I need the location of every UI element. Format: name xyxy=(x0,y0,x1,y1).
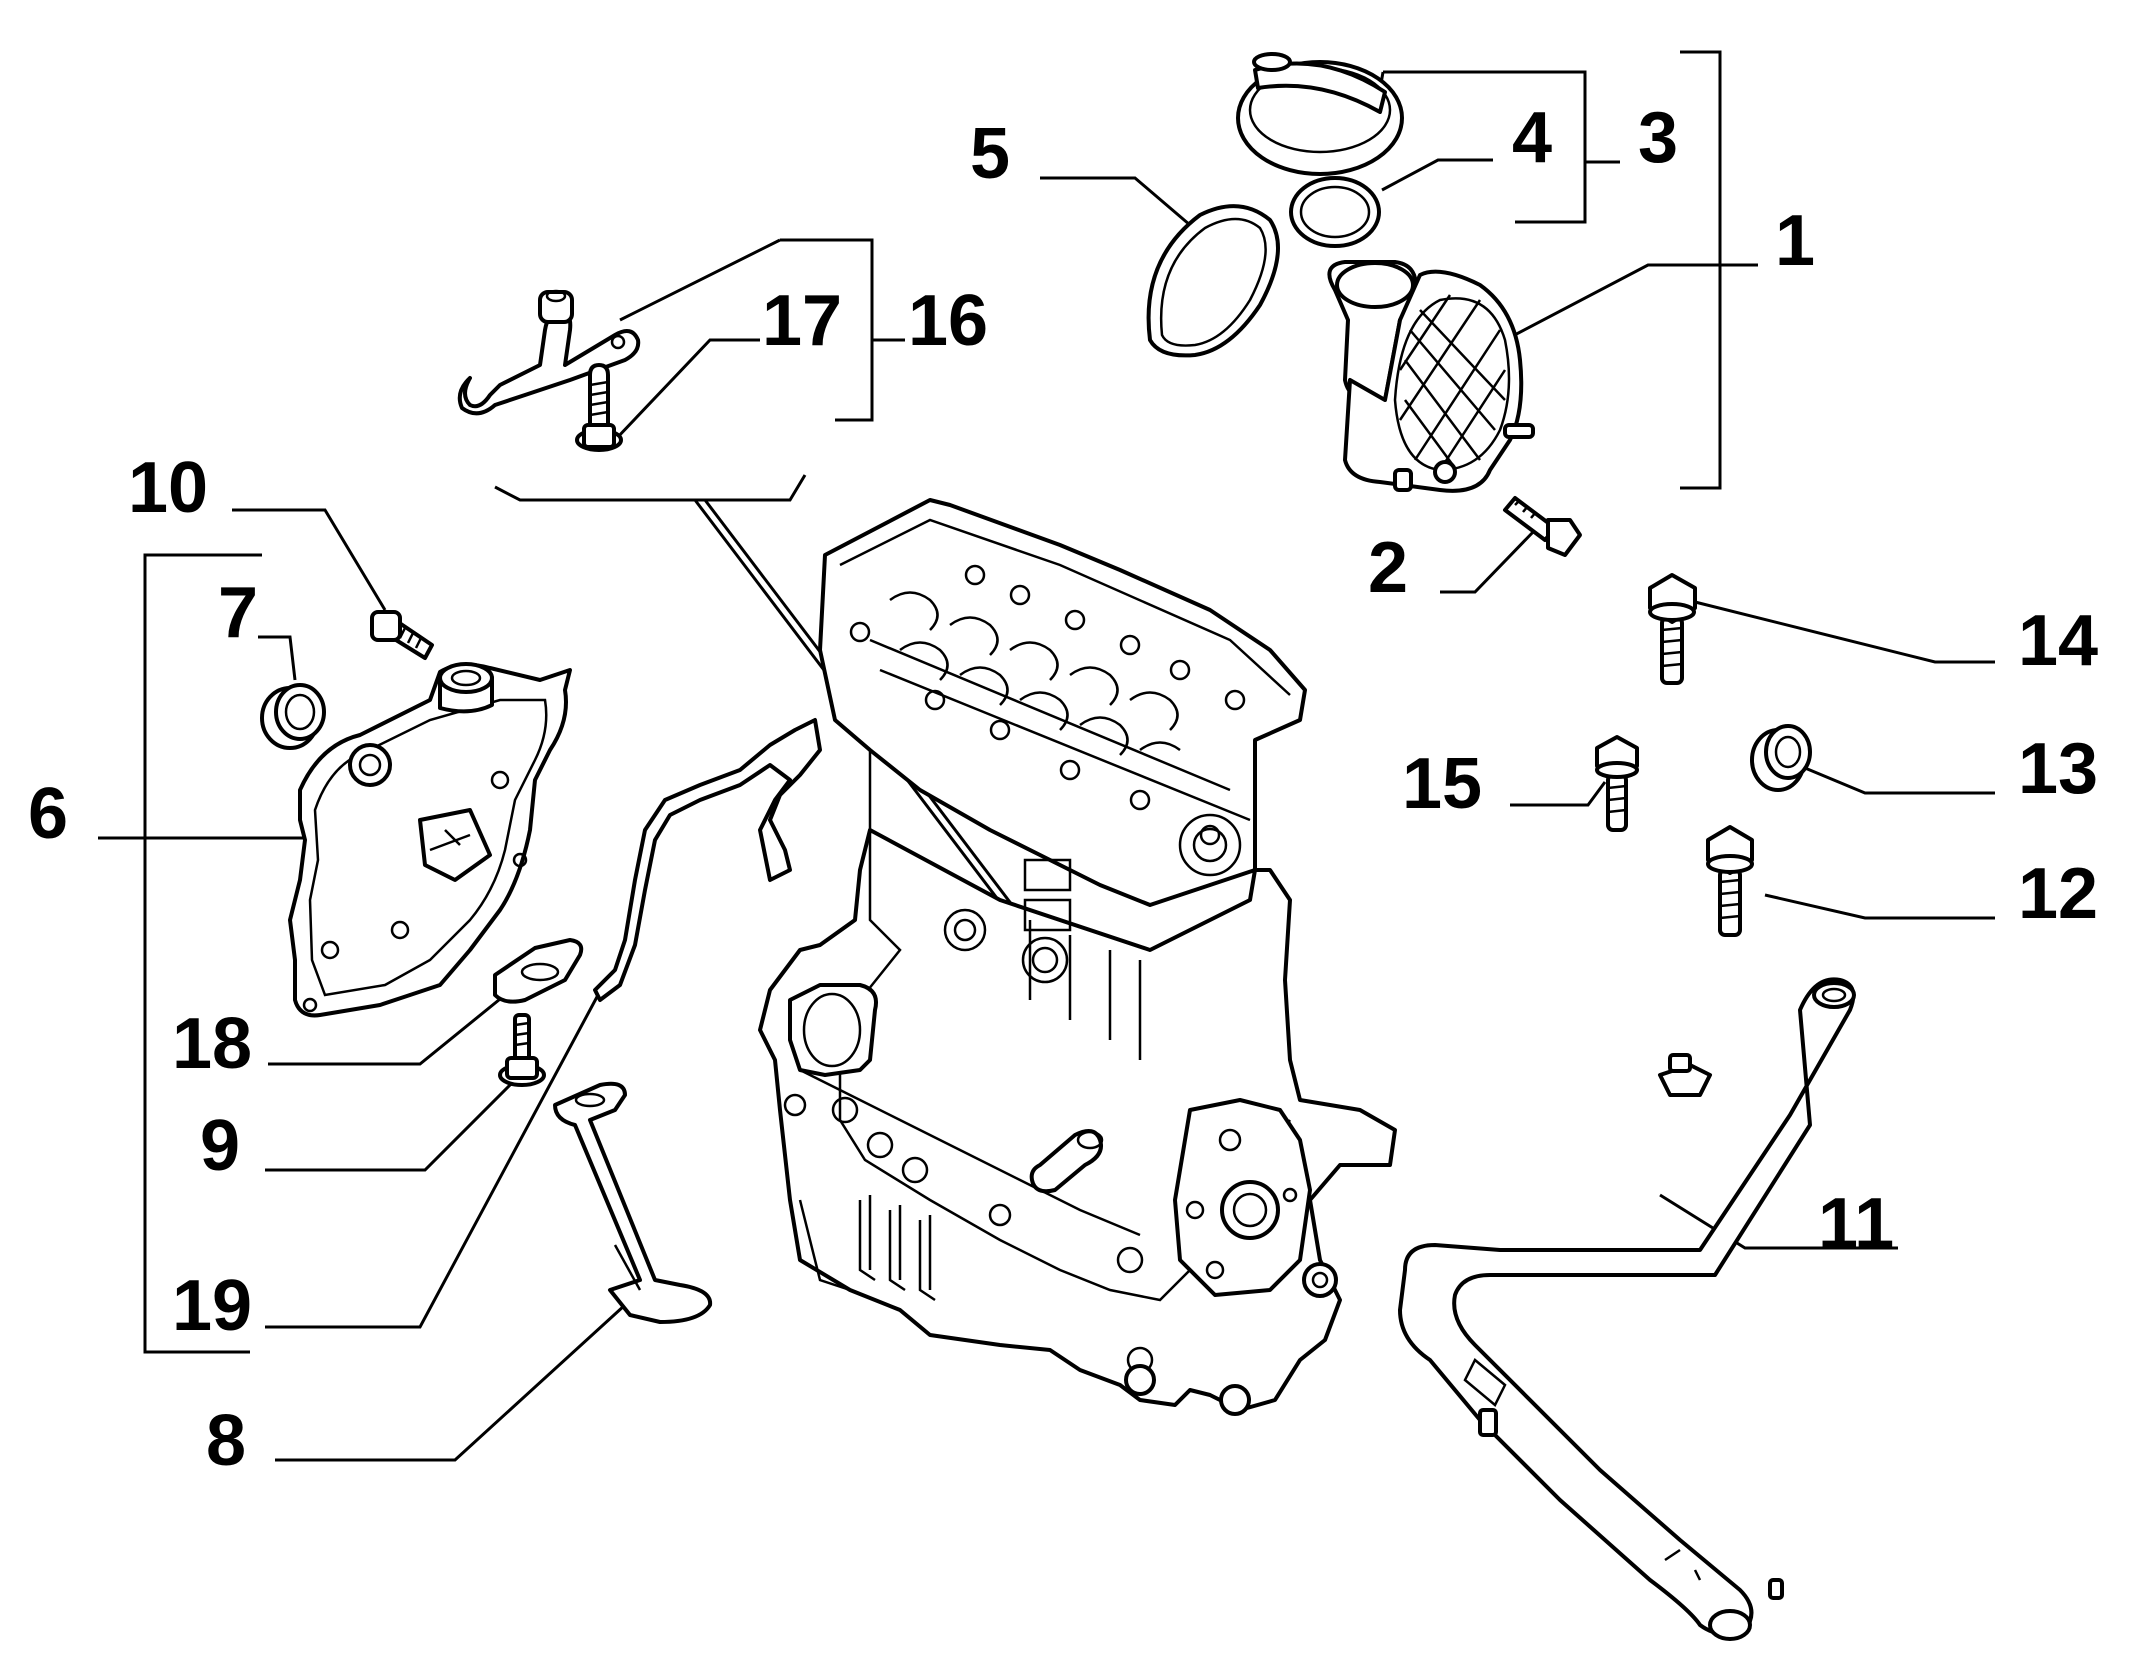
bolt-12 xyxy=(1706,825,1754,937)
front-cover xyxy=(288,662,572,1018)
seal-13 xyxy=(1750,724,1812,792)
callout-18: 18 xyxy=(172,1004,252,1084)
callout-6: 6 xyxy=(28,774,68,854)
callout-12: 12 xyxy=(2018,854,2098,934)
callout-14: 14 xyxy=(2018,601,2098,681)
oil-filler-cap xyxy=(1236,52,1404,176)
breather-pipe xyxy=(457,289,641,416)
callout-13: 13 xyxy=(2018,729,2098,809)
callout-16: 16 xyxy=(908,281,988,361)
callout-labels: 1 2 3 4 5 6 7 8 9 10 11 12 13 14 15 16 1… xyxy=(28,98,2098,1481)
callout-11: 11 xyxy=(1818,1184,1894,1264)
bolt-14 xyxy=(1648,573,1697,685)
bolt-15 xyxy=(1595,735,1639,832)
callout-3: 3 xyxy=(1638,98,1678,178)
callout-1: 1 xyxy=(1775,201,1815,281)
timing-cover-gasket xyxy=(593,718,822,1002)
callout-19: 19 xyxy=(172,1266,252,1346)
callout-15: 15 xyxy=(1402,744,1482,824)
bolt-17 xyxy=(575,363,623,452)
bolt-2 xyxy=(1503,496,1582,557)
engine-block xyxy=(758,498,1397,1416)
callout-4: 4 xyxy=(1512,98,1552,178)
callout-17: 17 xyxy=(762,281,842,361)
oil-pickup-tube xyxy=(553,1081,713,1324)
callout-5: 5 xyxy=(970,114,1010,194)
bolt-9 xyxy=(498,1013,546,1087)
callout-8: 8 xyxy=(206,1401,246,1481)
callout-2: 2 xyxy=(1368,528,1408,608)
cover-gasket xyxy=(1146,204,1280,358)
coolant-pipe xyxy=(1398,977,1856,1641)
callout-9: 9 xyxy=(200,1106,240,1186)
flange-18 xyxy=(493,938,584,1004)
oil-separator-housing xyxy=(1327,260,1535,493)
bolt-10 xyxy=(370,610,434,660)
callout-7: 7 xyxy=(218,573,258,653)
shaft-seal-7 xyxy=(260,683,326,750)
seal-ring xyxy=(1289,176,1381,248)
callout-10: 10 xyxy=(128,448,208,528)
